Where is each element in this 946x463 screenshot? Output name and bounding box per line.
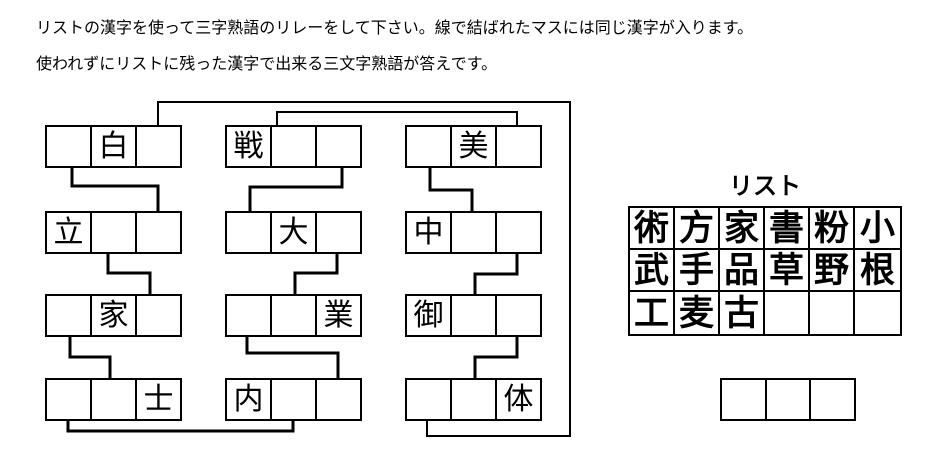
answer-cell-2[interactable] (767, 380, 812, 419)
puzzle-box-r1b1: 白 (45, 125, 182, 168)
connector-line-r1b2-cell3-to-r2b2-cell1 (248, 168, 344, 211)
puzzle-cell-r1b1-c3[interactable] (137, 127, 180, 166)
list-title: リスト (729, 173, 801, 200)
list-cell-r2-c5: 野 (810, 250, 855, 292)
connector-line-r3b1-cell1-to-r4b1-cell2 (68, 337, 112, 378)
list-cell-r1-c1: 術 (630, 208, 675, 250)
puzzle-cell-r2b2-c3[interactable] (317, 213, 360, 252)
puzzle-cell-r3b1-c2: 家 (92, 296, 137, 335)
list-cell-r2-c6: 根 (855, 250, 900, 292)
answer-box (720, 378, 856, 421)
puzzle-cell-r2b1-c1: 立 (47, 213, 92, 252)
puzzle-cell-r1b3-c1[interactable] (407, 127, 452, 166)
puzzle-cell-r3b2-c2[interactable] (272, 296, 317, 335)
list-cell-r3-c5 (810, 292, 855, 334)
connector-line-r2b2-cell3-to-r3b2-cell2 (293, 254, 339, 294)
list-cell-r1-c6: 小 (855, 208, 900, 250)
connector-line-r1b1-cell1-to-r2b1-cell3 (70, 168, 160, 211)
puzzle-cell-r3b3-c3[interactable] (497, 296, 540, 335)
puzzle-cell-r4b1-c3: 士 (143, 382, 174, 416)
answer-cell-1[interactable] (722, 380, 767, 419)
puzzle-cell-r4b2-c1: 内 (227, 380, 272, 419)
connector-line-r1b1-cell3-to-r4b3-cell1 (157, 101, 571, 437)
puzzle-cell-r4b1-c1[interactable] (47, 380, 92, 419)
puzzle-cell-r1b2-c2[interactable] (272, 127, 317, 166)
puzzle-cell-r2b1-c3[interactable] (137, 213, 180, 252)
puzzle-cell-r2b2-c2: 大 (272, 213, 317, 252)
instruction-line-1: リストの漢字を使って三字熟語のリレーをして下さい。線で結ばれたマスには同じ漢字が… (36, 20, 754, 37)
puzzle-box-r3b1: 家 (45, 294, 182, 337)
connector-line-r2b3-cell3-to-r3b3-cell2 (473, 254, 519, 294)
puzzle-cell-r2b2-c1[interactable] (227, 213, 272, 252)
puzzle-box-r4b2: 内 (225, 378, 362, 421)
answer-cell-3[interactable] (811, 380, 854, 419)
puzzle-cell-r3b3-c1: 御 (407, 296, 452, 335)
list-cell-r3-c2: 麦 (675, 292, 720, 334)
puzzle-cell-r4b3-c2[interactable] (452, 380, 497, 419)
puzzle-cell-r4b2-c3[interactable] (317, 380, 360, 419)
list-cell-r2-c2: 手 (675, 250, 720, 292)
kanji-list-grid: 術方家書粉小武手品草野根工麦古 (628, 206, 902, 336)
puzzle-cell-r2b3-c2[interactable] (452, 213, 497, 252)
puzzle-cell-r1b3-c2: 美 (452, 127, 497, 166)
puzzle-cell-r3b3-c2[interactable] (452, 296, 497, 335)
list-cell-r1-c2: 方 (675, 208, 720, 250)
list-cell-r3-c1: 工 (630, 292, 675, 334)
list-cell-r1-c5: 粉 (810, 208, 855, 250)
puzzle-cell-r3b2-c1[interactable] (227, 296, 272, 335)
puzzle-cell-r1b1-c1[interactable] (47, 127, 92, 166)
connector-line-r1b3-cell1-to-r2b3-cell2 (428, 168, 474, 211)
puzzle-cell-r1b2-c3[interactable] (317, 127, 360, 166)
puzzle-cell-r1b1-c2: 白 (92, 127, 137, 166)
puzzle-box-r3b3: 御 (405, 294, 542, 337)
list-cell-r3-c6 (855, 292, 900, 334)
puzzle-box-r1b3: 美 (405, 125, 542, 168)
puzzle-box-r1b2: 戦 (225, 125, 362, 168)
puzzle-box-r3b2: 業 (225, 294, 362, 337)
puzzle-cell-r3b1-c1[interactable] (47, 296, 92, 335)
puzzle-box-r4b3: 体 (405, 378, 542, 421)
puzzle-cell-r1b3-c3[interactable] (497, 127, 540, 166)
puzzle-cell-r3b1-c3[interactable] (137, 296, 180, 335)
list-cell-r2-c4: 草 (765, 250, 810, 292)
puzzle-cell-r3b2-c3: 業 (323, 298, 354, 332)
connector-line-r1b2-cell2-to-r1b3-cell3 (276, 111, 518, 125)
puzzle-cell-r2b1-c2[interactable] (92, 213, 137, 252)
list-cell-r2-c1: 武 (630, 250, 675, 292)
list-cell-r3-c3: 古 (720, 292, 765, 334)
puzzle-cell-r4b3-c1[interactable] (407, 380, 452, 419)
list-cell-r1-c4: 書 (765, 208, 810, 250)
puzzle-cell-r2b3-c3[interactable] (497, 213, 540, 252)
puzzle-cell-r2b3-c1: 中 (407, 213, 452, 252)
puzzle-box-r2b1: 立 (45, 211, 182, 254)
puzzle-cell-r4b3-c3: 体 (503, 382, 534, 416)
puzzle-box-r2b2: 大 (225, 211, 362, 254)
list-cell-r2-c3: 品 (720, 250, 765, 292)
list-cell-r3-c4 (765, 292, 810, 334)
puzzle-cell-r1b2-c1: 戦 (227, 127, 272, 166)
connector-line-r2b1-cell2-to-r3b1-cell3 (106, 254, 152, 294)
list-cell-r1-c3: 家 (720, 208, 765, 250)
puzzle-cell-r4b2-c2[interactable] (272, 380, 317, 419)
connector-line-r3b3-cell3-to-r4b3-cell2 (473, 337, 519, 378)
connector-line-r3b2-cell1-to-r4b2-cell3 (245, 337, 340, 378)
puzzle-box-r4b1: 士 (45, 378, 182, 421)
puzzle-cell-r4b1-c2[interactable] (92, 380, 137, 419)
instruction-line-2: 使われずにリストに残った漢字で出来る三文字熟語が答えです。 (36, 56, 498, 73)
connector-line-r4b1-cell1-to-r4b2-cell2 (66, 421, 295, 433)
puzzle-box-r2b3: 中 (405, 211, 542, 254)
